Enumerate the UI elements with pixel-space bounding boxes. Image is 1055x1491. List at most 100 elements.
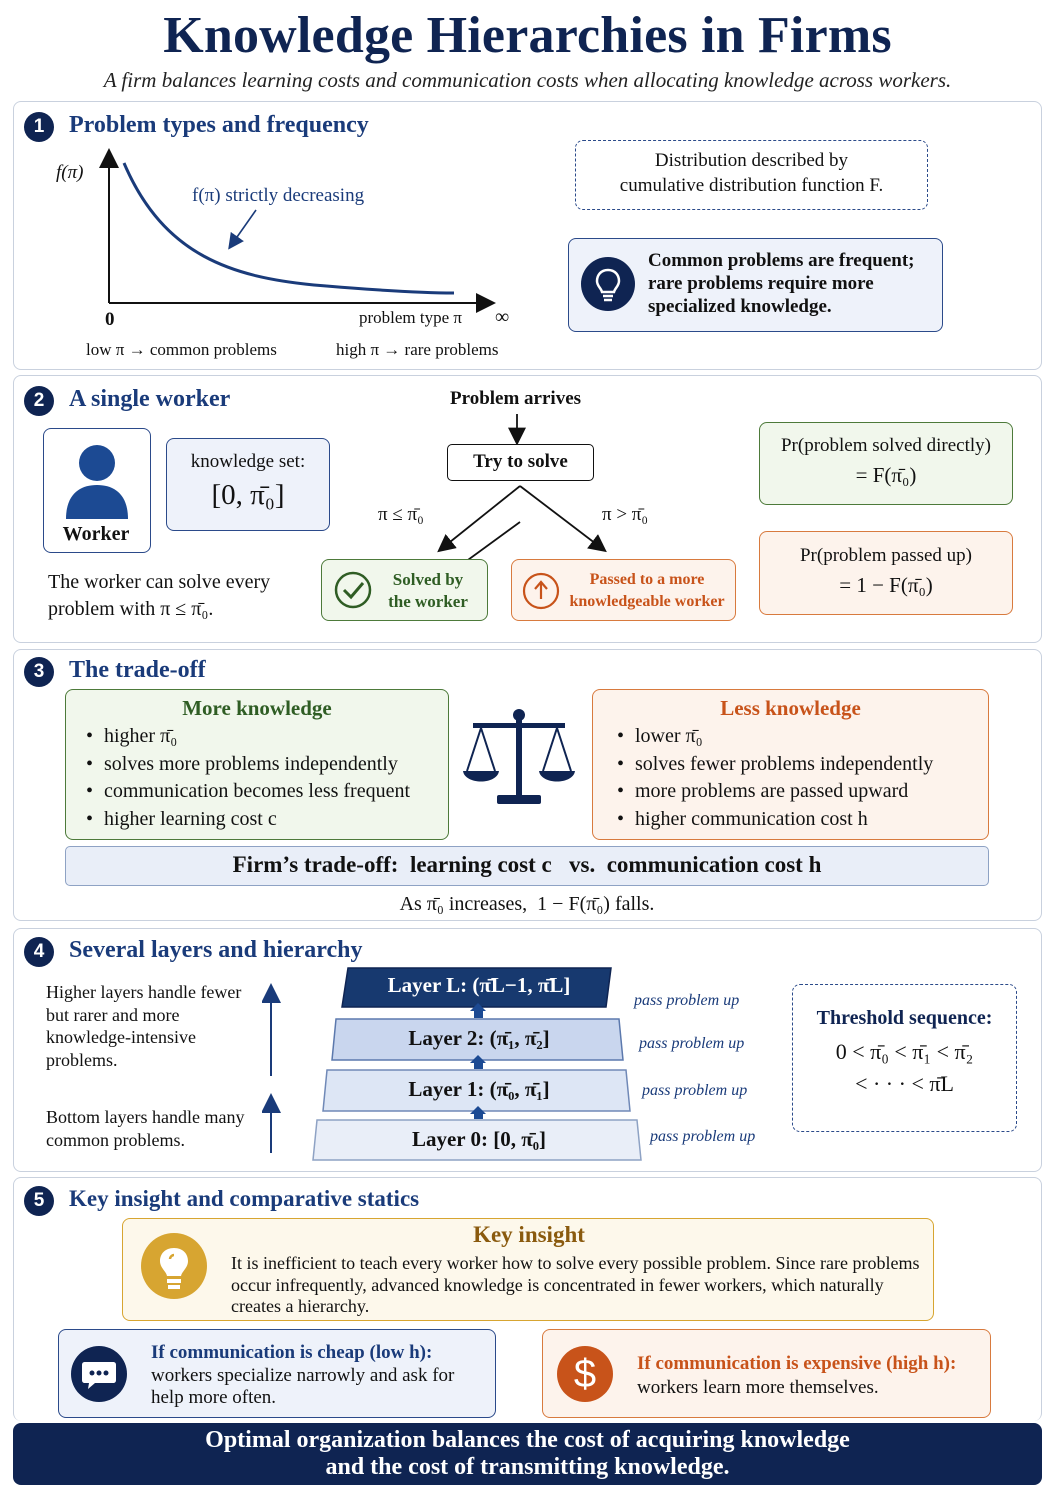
section-key-insight: 5 Key insight and comparative statics Ke… xyxy=(13,1177,1042,1421)
section-title: Several layers and hierarchy xyxy=(69,937,363,963)
passed-text: Passed to a more knowledgeable worker xyxy=(562,569,732,613)
worker-desc-line-1: The worker can solve every xyxy=(48,571,271,593)
less-knowledge-title: Less knowledge xyxy=(720,696,861,720)
worker-desc-line-2: problem with π ≤ π̄₀. xyxy=(48,598,214,620)
more-item: solves more problems independently xyxy=(84,751,448,779)
expensive-communication-box: $ If communication is expensive (high h)… xyxy=(542,1329,991,1418)
checkmark-icon xyxy=(334,571,372,609)
insight-line-1: Common problems are frequent; xyxy=(648,250,915,271)
layer-0-label: Layer 0: [0, π̄₀] xyxy=(411,1127,547,1151)
firm-tradeoff-text: Firm’s trade-off: learning cost c vs. co… xyxy=(232,852,822,877)
knowledge-set-label: knowledge set: xyxy=(190,451,306,472)
key-insight-text: It is inefficient to teach every worker … xyxy=(231,1253,920,1316)
solved-line-2: the worker xyxy=(388,592,468,611)
pr-solved-line-2: = F(π̄₀) xyxy=(855,463,917,487)
pass-up-label: pass problem up xyxy=(650,1128,756,1145)
less-knowledge-list: lower π̄₀ solves fewer problems independ… xyxy=(615,723,988,833)
pass-up-label: pass problem up xyxy=(642,1082,748,1099)
frequency-curve-chart xyxy=(99,148,496,313)
try-to-solve-label: Try to solve xyxy=(473,451,568,472)
section-number: 3 xyxy=(24,657,54,687)
more-knowledge-title: More knowledge xyxy=(182,696,332,720)
key-insight-box: Key insight It is inefficient to teach e… xyxy=(122,1218,934,1321)
section-number: 4 xyxy=(24,937,54,967)
footer-line-1: Optimal organization balances the cost o… xyxy=(205,1427,850,1453)
solved-by-worker-box: Solved by the worker xyxy=(321,559,488,621)
distribution-note: Distribution described by cumulative dis… xyxy=(575,140,928,210)
section-title: The trade-off xyxy=(69,657,206,683)
section-layers: 4 Several layers and hierarchy Higher la… xyxy=(13,928,1042,1172)
insight-line-2: rare problems require more xyxy=(648,273,874,294)
more-item: higher learning cost c xyxy=(84,806,448,834)
section-number: 5 xyxy=(24,1186,54,1216)
pass-up-label: pass problem up xyxy=(634,992,740,1009)
more-knowledge-list: higher π̄₀ solves more problems independ… xyxy=(84,723,448,833)
chart-annotation: f(π) strictly decreasing xyxy=(192,185,365,206)
decision-tree-arrows xyxy=(437,414,607,562)
chart-origin: 0 xyxy=(105,309,115,330)
section-title: A single worker xyxy=(69,386,231,412)
pass-up-label: pass problem up xyxy=(639,1035,745,1052)
pr-passed-line-1: Pr(problem passed up) xyxy=(799,545,973,566)
dollar-icon: $ xyxy=(557,1346,613,1402)
cheap-body: workers specialize narrowly and ask for … xyxy=(151,1364,455,1409)
section-number: 1 xyxy=(24,112,54,142)
as-increases-text: As π̄₀ increases, 1 − F(π̄₀) falls. xyxy=(399,893,655,915)
chart-infinity: ∞ xyxy=(495,306,510,328)
layer-2-label: Layer 2: (π̄₁, π̄₂] xyxy=(408,1026,550,1050)
passed-line-1: Passed to a more xyxy=(589,571,705,588)
worker-label: Worker xyxy=(62,523,130,545)
higher-layers-text: Higher layers handle fewer but rarer and… xyxy=(46,982,242,1070)
threshold-line-1: 0 < π̄₀ < π̄₁ < π̄₂ xyxy=(835,1039,974,1064)
expensive-body: workers learn more themselves. xyxy=(637,1377,879,1398)
section-title: Key insight and comparative statics xyxy=(69,1186,420,1211)
distribution-line-2: cumulative distribution function F. xyxy=(619,175,884,196)
layer-1-label: Layer 1: (π̄₀, π̄₁] xyxy=(408,1077,550,1101)
cheap-communication-box: If communication is cheap (low h): worke… xyxy=(58,1329,496,1418)
pr-solved-box: Pr(problem solved directly) = F(π̄₀) xyxy=(759,422,1013,505)
low-pi-label: low π → common problems xyxy=(86,340,277,359)
knowledge-set-value: [0, π̄₀] xyxy=(211,479,285,511)
threshold-title: Threshold sequence: xyxy=(816,1007,993,1029)
page-subtitle: A firm balances learning costs and commu… xyxy=(103,68,952,92)
person-icon xyxy=(66,445,128,519)
condition-solved: π ≤ π̄₀ xyxy=(378,504,424,525)
less-knowledge-box: Less knowledge lower π̄₀ solves fewer pr… xyxy=(592,689,989,840)
section-title: Problem types and frequency xyxy=(69,112,369,138)
hierarchy-pyramid xyxy=(312,967,642,1161)
chart-xlabel: problem type π xyxy=(359,308,463,327)
more-item: communication becomes less frequent xyxy=(84,778,448,806)
more-knowledge-box: More knowledge higher π̄₀ solves more pr… xyxy=(65,689,449,840)
lightbulb-icon xyxy=(141,1233,207,1299)
chat-bubble-icon xyxy=(71,1346,127,1402)
section-trade-off: 3 The trade-off More knowledge higher π̄… xyxy=(13,649,1042,921)
problem-arrives-label: Problem arrives xyxy=(450,388,582,409)
arrow-up-icon xyxy=(522,572,560,610)
expensive-title: If communication is expensive (high h): xyxy=(637,1353,957,1374)
lightbulb-icon xyxy=(581,257,635,311)
threshold-line-2: < · · · < π̄L xyxy=(855,1071,954,1096)
try-to-solve-box: Try to solve xyxy=(447,444,594,481)
less-item: more problems are passed upward xyxy=(615,778,988,806)
key-insight-title: Key insight xyxy=(473,1222,585,1247)
expensive-communication-text: If communication is expensive (high h): … xyxy=(637,1352,982,1400)
balance-scale-icon xyxy=(463,709,575,804)
annotation-arrow xyxy=(228,209,257,250)
chart-ylabel: f(π) xyxy=(56,162,84,183)
page-title: Knowledge Hierarchies in Firms xyxy=(163,7,892,64)
high-pi-label: high π → rare problems xyxy=(336,340,499,359)
threshold-sequence-box: Threshold sequence: 0 < π̄₀ < π̄₁ < π̄₂ … xyxy=(792,984,1017,1132)
less-item: solves fewer problems independently xyxy=(615,751,988,779)
layer-L-label: Layer L: (π̄L−1, π̄L] xyxy=(387,973,571,997)
upward-arrows xyxy=(262,983,281,1153)
solved-text: Solved by the worker xyxy=(374,569,482,613)
pr-solved-line-1: Pr(problem solved directly) xyxy=(780,435,991,456)
insight-text: Common problems are frequent; rare probl… xyxy=(648,249,915,318)
pr-passed-box: Pr(problem passed up) = 1 − F(π̄₀) xyxy=(759,531,1013,615)
section-single-worker: 2 A single worker Worker knowledge set: … xyxy=(13,375,1042,643)
cheap-title: If communication is cheap (low h): xyxy=(151,1342,433,1363)
bottom-layers-text: Bottom layers handle many common problem… xyxy=(46,1107,245,1150)
knowledge-set-box: knowledge set: [0, π̄₀] xyxy=(166,438,330,531)
section-problem-types: 1 Problem types and frequency f(π) f(π) … xyxy=(13,101,1042,370)
section-number: 2 xyxy=(24,386,54,416)
